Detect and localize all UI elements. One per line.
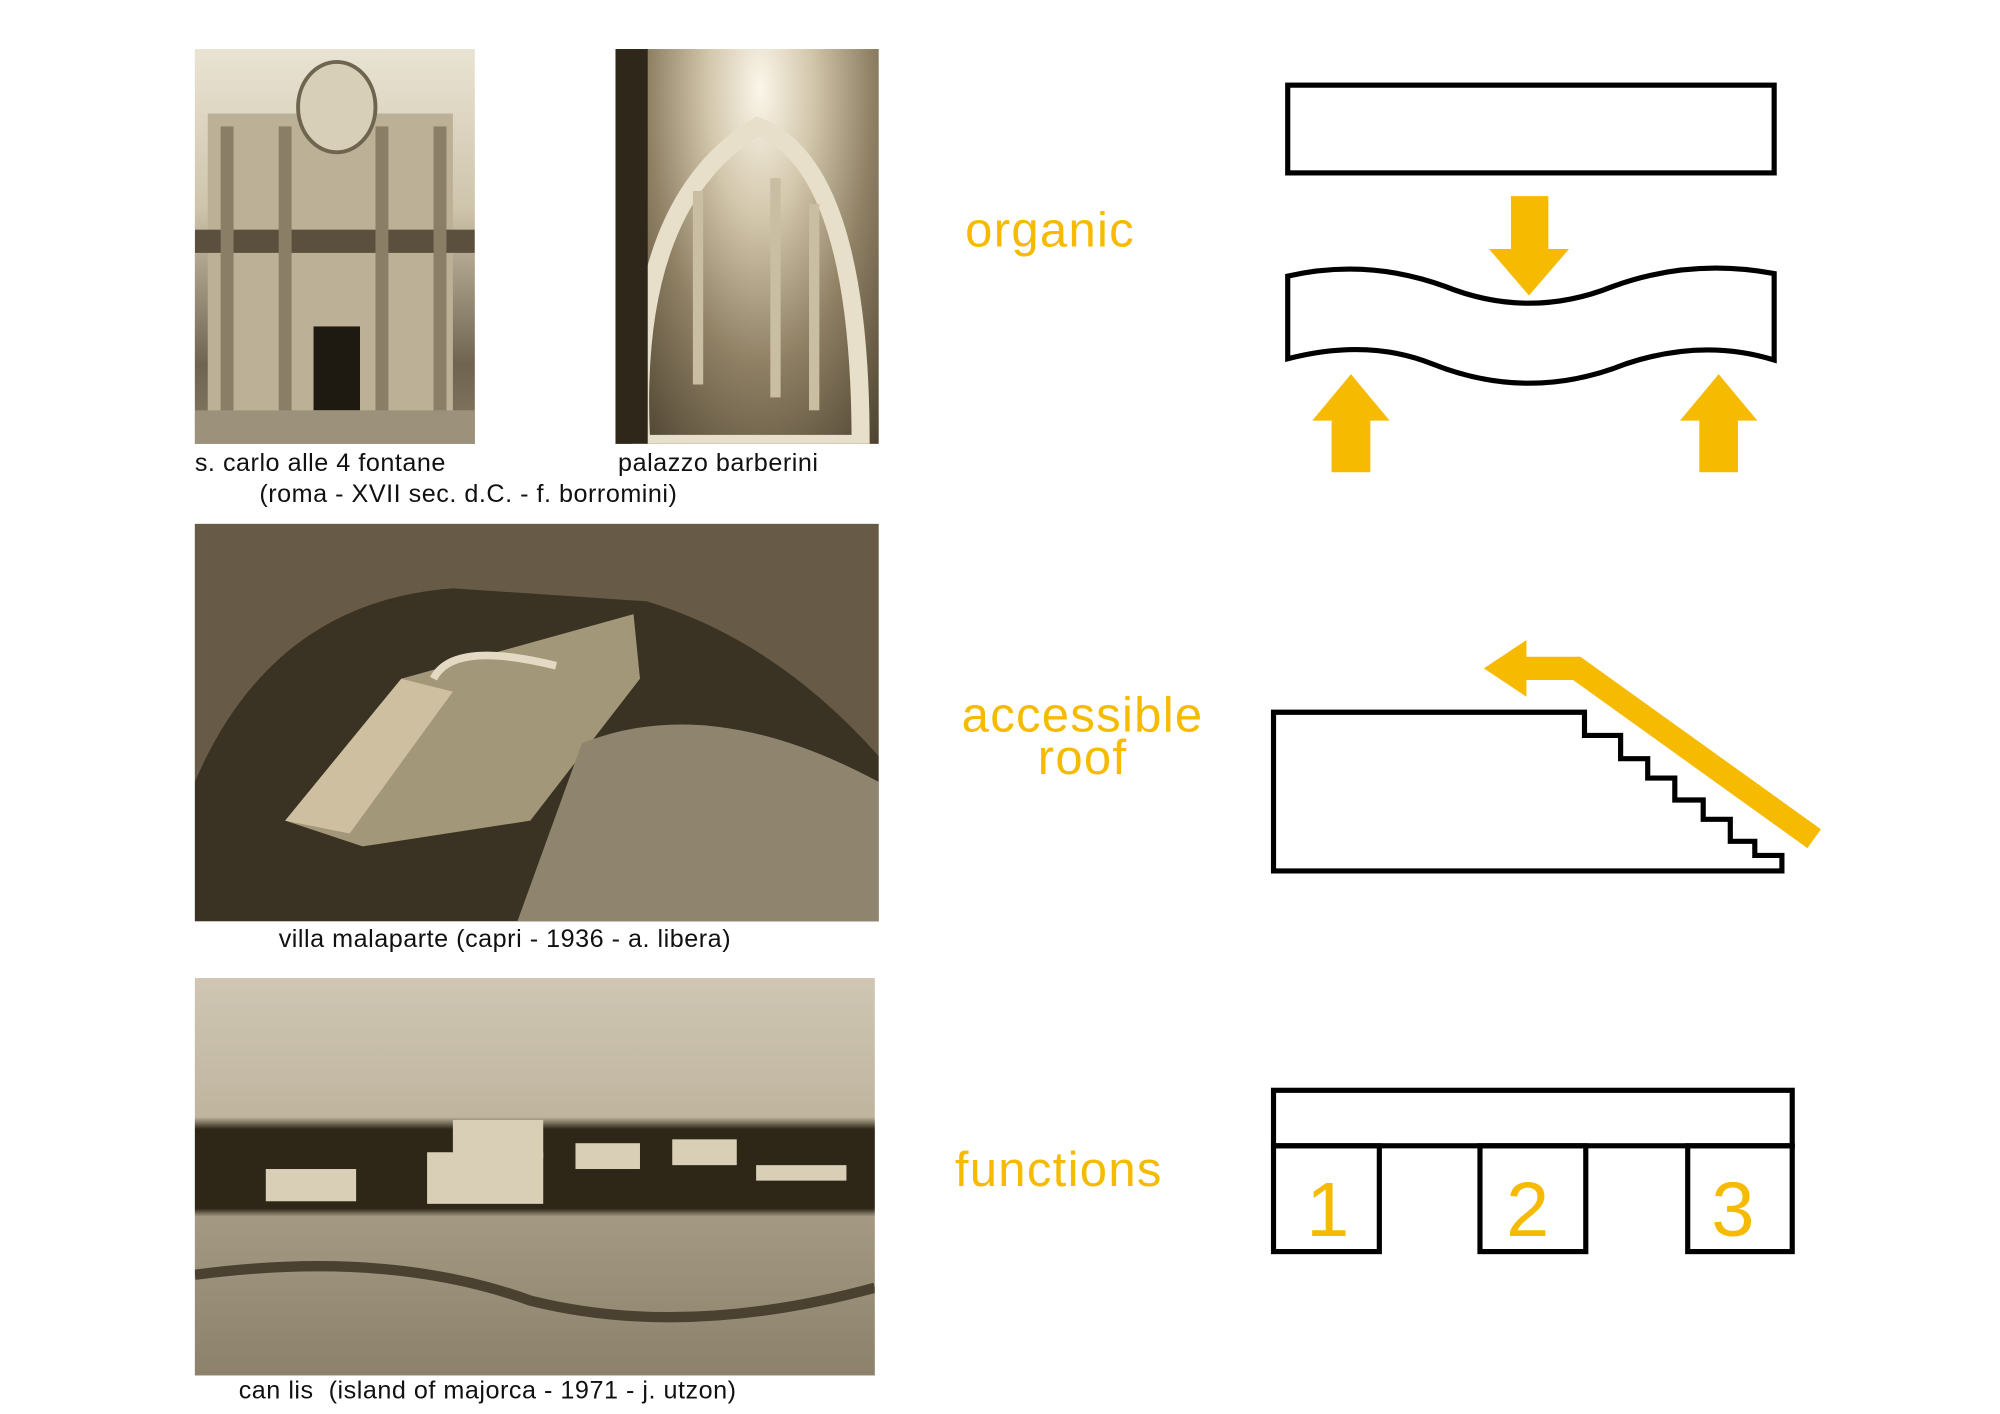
photo-villa-malaparte — [194, 523, 879, 922]
functions-diagram: 1 2 3 — [1270, 1087, 1795, 1255]
roof-slab — [1270, 1087, 1795, 1149]
caption-s-carlo: s. carlo alle 4 fontane — [194, 449, 446, 478]
function-number-1: 1 — [1306, 1167, 1349, 1253]
arrow-left-icon — [1483, 639, 1527, 697]
arrow-down-icon — [1489, 196, 1570, 296]
caption-palazzo-barberini: palazzo barberini — [618, 449, 819, 478]
stepped-building — [1270, 709, 1785, 874]
villa-malaparte-sketch — [194, 523, 879, 922]
label-accessible: accessible — [961, 689, 1204, 744]
rigid-beam — [1285, 82, 1777, 176]
photo-s-carlo — [194, 49, 475, 444]
function-box-3 — [1685, 1143, 1795, 1255]
deformed-beam — [1285, 265, 1777, 386]
caption-can-lis: can lis (island of majorca - 1971 - j. u… — [238, 1376, 737, 1406]
arrow-up-icon — [1679, 374, 1758, 473]
arrow-up-icon — [1312, 374, 1390, 473]
caption-borromini: (roma - XVII sec. d.C. - f. borromini) — [259, 479, 678, 509]
caption-villa-malaparte: villa malaparte (capri - 1936 - a. liber… — [278, 925, 732, 954]
function-number-2: 2 — [1506, 1167, 1549, 1253]
staircase-sketch — [615, 49, 870, 444]
label-roof: roof — [1037, 731, 1128, 786]
function-box-2 — [1477, 1143, 1589, 1255]
organic-diagram — [1285, 82, 1777, 473]
function-number-3: 3 — [1711, 1167, 1754, 1253]
function-box-1 — [1270, 1143, 1382, 1255]
label-organic: organic — [965, 203, 1136, 259]
accessible-roof-diagram — [1270, 639, 1821, 874]
photo-palazzo-barberini — [615, 49, 879, 444]
label-functions: functions — [954, 1143, 1163, 1198]
photo-can-lis — [194, 978, 875, 1376]
can-lis-sketch — [194, 1119, 875, 1323]
roof-path-arrow — [1522, 656, 1821, 849]
facade-sketch — [194, 59, 475, 444]
